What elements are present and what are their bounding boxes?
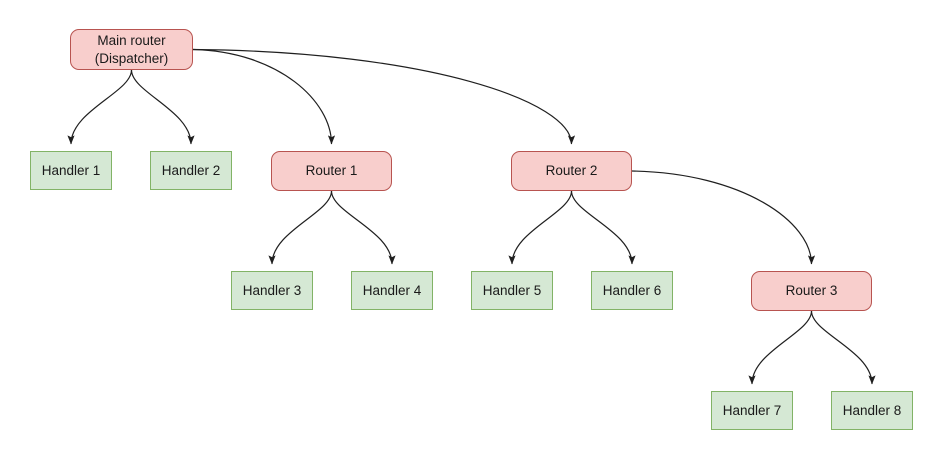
edge-e-r3-h8 bbox=[810, 310, 876, 385]
edge-e-r1-h4 bbox=[330, 190, 396, 265]
node-main-router[interactable]: Main router (Dispatcher) bbox=[70, 29, 193, 70]
edge-e-main-h1 bbox=[67, 69, 133, 145]
edge-e-main-r2 bbox=[192, 48, 576, 145]
node-router-3[interactable]: Router 3 bbox=[751, 271, 872, 311]
edge-e-main-h2 bbox=[130, 69, 195, 145]
edge-e-r3-h7 bbox=[748, 310, 813, 385]
node-handler-8[interactable]: Handler 8 bbox=[831, 391, 913, 430]
node-handler-1[interactable]: Handler 1 bbox=[30, 151, 112, 190]
node-handler-7[interactable]: Handler 7 bbox=[711, 391, 793, 430]
node-handler-6[interactable]: Handler 6 bbox=[591, 271, 673, 310]
edge-e-r2-h6 bbox=[570, 190, 636, 265]
node-handler-4[interactable]: Handler 4 bbox=[351, 271, 433, 310]
edge-e-r2-r3 bbox=[631, 170, 816, 265]
node-handler-3[interactable]: Handler 3 bbox=[231, 271, 313, 310]
edge-e-main-r1 bbox=[192, 48, 336, 145]
edge-e-r2-h5 bbox=[508, 190, 573, 265]
edge-e-r1-h3 bbox=[268, 190, 333, 265]
node-handler-5[interactable]: Handler 5 bbox=[471, 271, 553, 310]
edge-paths bbox=[67, 48, 876, 385]
node-handler-2[interactable]: Handler 2 bbox=[150, 151, 232, 190]
node-router-1[interactable]: Router 1 bbox=[271, 151, 392, 191]
node-router-2[interactable]: Router 2 bbox=[511, 151, 632, 191]
